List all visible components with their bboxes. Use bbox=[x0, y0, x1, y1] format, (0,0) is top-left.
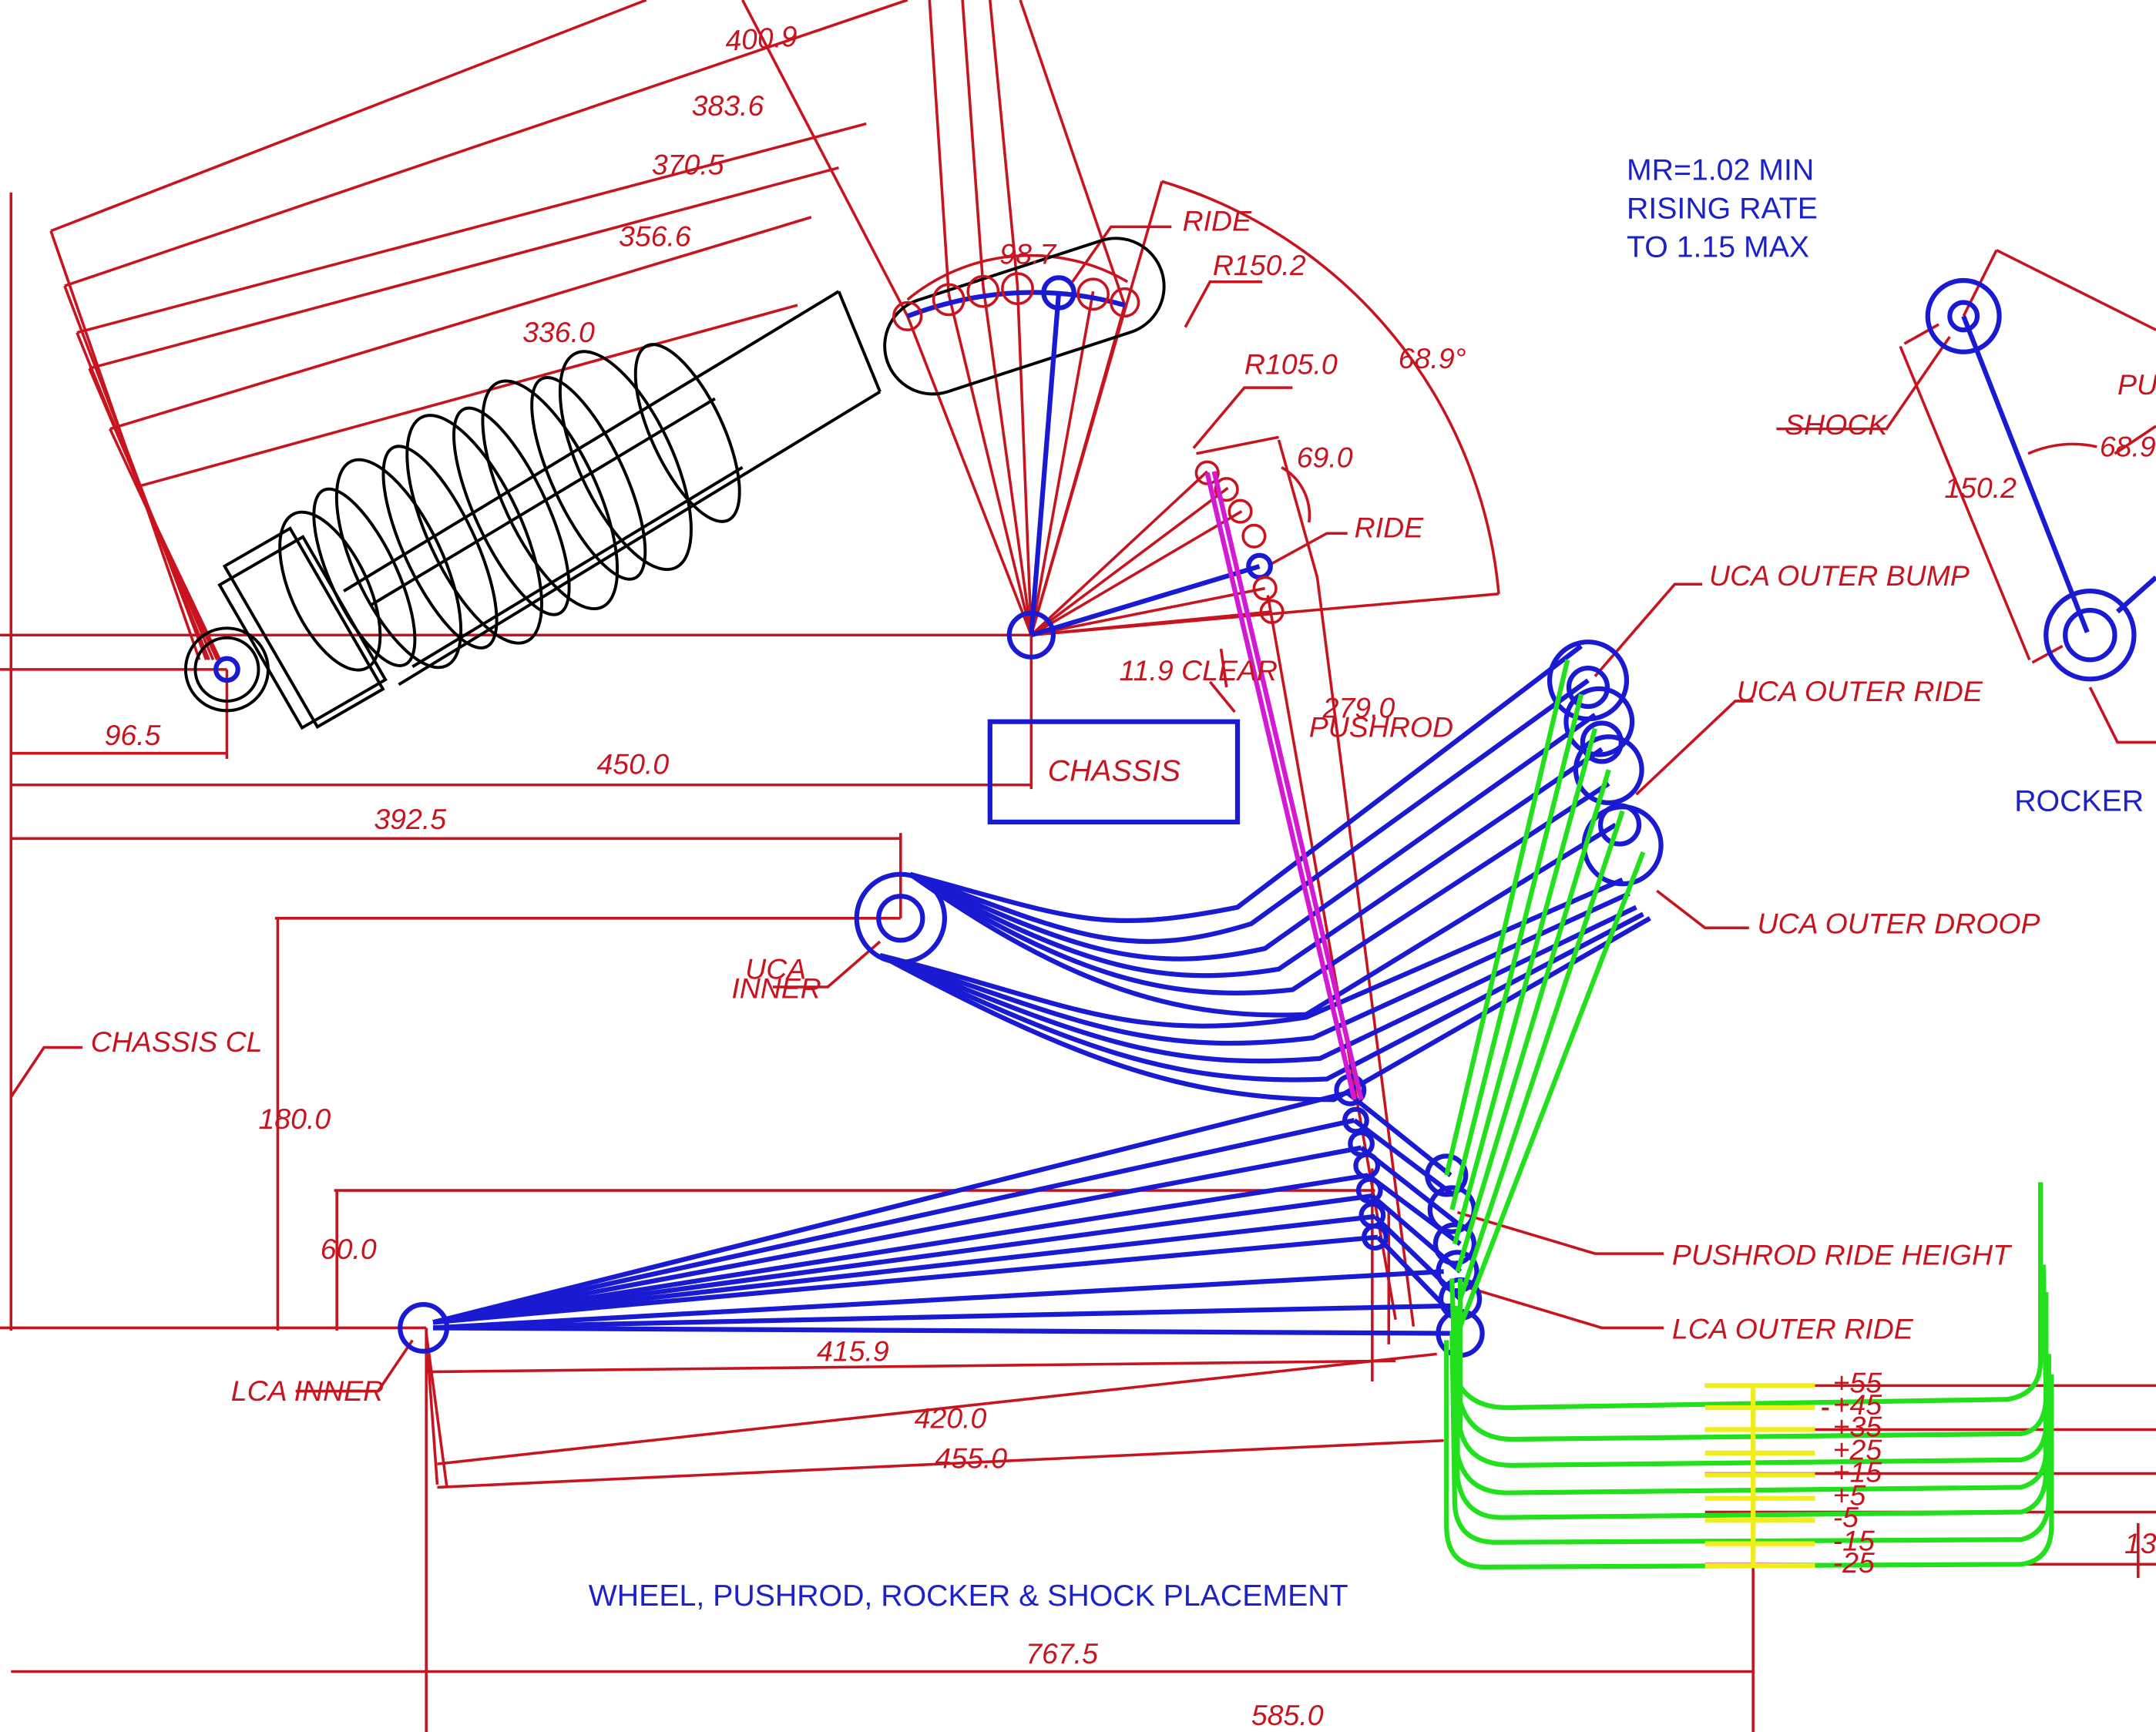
travel-scale-label: +15 bbox=[1833, 1455, 1882, 1488]
rocker-angle: 68.9° bbox=[2100, 430, 2156, 462]
label-chassis-cl: CHASSIS CL bbox=[91, 1025, 263, 1058]
travel-scale-label: +5 bbox=[1833, 1479, 1866, 1512]
label-pushrod-ride-height: PUSHROD RIDE HEIGHT bbox=[1672, 1238, 2013, 1270]
label-lca-outer-ride: LCA OUTER RIDE bbox=[1672, 1313, 1914, 1345]
dim-370-5: 370.5 bbox=[652, 149, 724, 181]
label-uca-outer-droop: UCA OUTER DROOP bbox=[1758, 907, 2040, 939]
dim-180-0: 180.0 bbox=[258, 1103, 331, 1135]
dim-r105-0: R105.0 bbox=[1244, 347, 1338, 380]
label-lca-inner: LCA INNER bbox=[231, 1375, 384, 1407]
travel-scale-label: -15 bbox=[1833, 1524, 1875, 1556]
travel-scale-label: -5 bbox=[1833, 1501, 1859, 1533]
pushrod bbox=[1204, 471, 1364, 1101]
rocker-label: ROCKER bbox=[2014, 784, 2144, 818]
travel-scale-label: +25 bbox=[1833, 1434, 1882, 1466]
label-pushrod-len: 279.0 bbox=[1322, 691, 1395, 723]
dim-392-5: 392.5 bbox=[374, 803, 446, 835]
mr-line-2: RISING RATE bbox=[1627, 192, 1818, 226]
dim-69-0: 69.0 bbox=[1297, 441, 1353, 474]
label-ride-top: RIDE bbox=[1183, 205, 1253, 237]
motion-ratio-note: MR=1.02 MIN RISING RATE TO 1.15 MAX bbox=[1627, 153, 1818, 264]
shock-absorber bbox=[183, 237, 1166, 730]
label-pushrod-word: PUSHROD bbox=[1309, 710, 1453, 743]
dim-356-6: 356.6 bbox=[619, 220, 691, 252]
rocker-detail: SHOCK PUSHR 68.9° 150.2 ROCKER bbox=[1785, 368, 2156, 818]
travel-scale-label: +55 bbox=[1833, 1366, 1882, 1398]
dim-767-5: 767.5 bbox=[1026, 1637, 1098, 1670]
label-ride-mid: RIDE bbox=[1355, 512, 1425, 544]
label-uca-inner-1: UCA bbox=[745, 952, 806, 985]
travel-marks bbox=[1704, 1383, 1815, 1569]
dim-96-5: 96.5 bbox=[105, 719, 161, 751]
label-clear: 11.9 CLEAR bbox=[1120, 654, 1278, 686]
dim-455-0: 455.0 bbox=[935, 1442, 1007, 1474]
label-uca-outer-bump: UCA OUTER BUMP bbox=[1709, 559, 1970, 592]
drawing-title: WHEEL, PUSHROD, ROCKER & SHOCK PLACEMENT bbox=[589, 1579, 1348, 1613]
dim-420-0: 420.0 bbox=[915, 1402, 987, 1435]
dim-60-0: 60.0 bbox=[321, 1233, 377, 1265]
travel-circles bbox=[892, 272, 1285, 624]
dim-585-0: 585.0 bbox=[1251, 1699, 1324, 1731]
mr-line-1: MR=1.02 MIN bbox=[1627, 153, 1814, 187]
rocker-pushrod-label: PUSHR bbox=[2117, 368, 2156, 401]
dim-400-9: 400.9 bbox=[724, 20, 799, 57]
dim-r150-2: R150.2 bbox=[1213, 249, 1306, 281]
rocker-shock-label: SHOCK bbox=[1785, 408, 1889, 441]
dim-13-2: 13.2 bbox=[2124, 1527, 2156, 1559]
travel-scale: +55 +45 +35 +25 +15 +5 -5 -15 -25 bbox=[1833, 1366, 1882, 1579]
rocker-length: 150.2 bbox=[1944, 472, 2017, 504]
label-uca-outer-ride: UCA OUTER RIDE bbox=[1737, 675, 1983, 707]
travel-scale-label: -25 bbox=[1833, 1546, 1875, 1579]
mr-line-3: TO 1.15 MAX bbox=[1627, 230, 1809, 264]
travel-scale-label: +35 bbox=[1833, 1410, 1882, 1442]
dim-450-0: 450.0 bbox=[596, 747, 669, 780]
chassis-box-label: CHASSIS bbox=[1048, 754, 1180, 787]
dim-336-0: 336.0 bbox=[522, 316, 595, 348]
dim-415-9: 415.9 bbox=[817, 1334, 889, 1367]
wheel-profiles bbox=[1444, 659, 2054, 1570]
dim-98-7: 98.7 bbox=[999, 238, 1056, 270]
label-uca-inner-2: INNER bbox=[731, 972, 821, 1004]
dimension-text: 400.9 383.6 370.5 356.6 336.0 98.7 RIDE … bbox=[91, 20, 2156, 1732]
dim-68-9: 68.9° bbox=[1399, 342, 1466, 374]
dim-383-6: 383.6 bbox=[692, 89, 764, 122]
travel-scale-label: +45 bbox=[1833, 1388, 1882, 1421]
